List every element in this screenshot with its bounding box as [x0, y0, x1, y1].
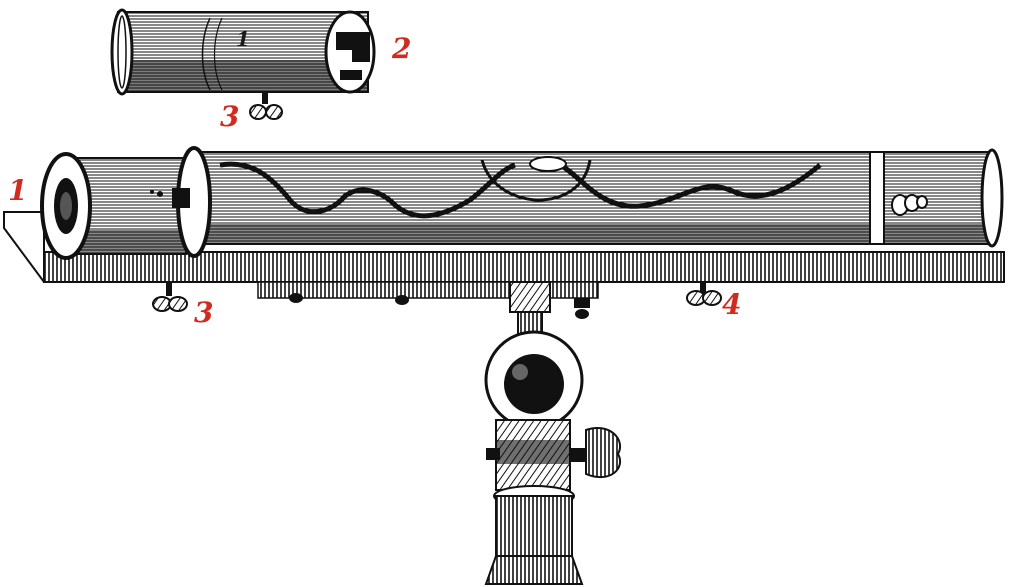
detail-eyepiece-tube	[110, 8, 376, 96]
main-label-3: 3	[194, 296, 213, 329]
level-bubble	[529, 156, 567, 172]
eyepiece-drum	[40, 152, 187, 260]
detail-label-1: 1	[236, 27, 250, 51]
tube-cutaway-edge-left	[219, 161, 516, 219]
tube-cutaway-edge-right	[558, 162, 822, 209]
stand-ball-joint	[484, 281, 584, 430]
level-tube	[189, 148, 1004, 248]
stand-column	[486, 419, 571, 491]
detail-thumb-screw	[249, 92, 283, 120]
detail-label-2: 2	[391, 32, 411, 65]
detail-label-3: 3	[220, 100, 239, 133]
main-label-1: 1	[8, 174, 27, 207]
plank-thumb-screw-3	[152, 282, 188, 312]
stand-socket	[484, 485, 584, 585]
objective-end-cap	[980, 148, 1004, 248]
stand-wing-nut	[570, 427, 621, 479]
objective-lens-mount	[891, 194, 928, 216]
level-bubble-vial	[480, 159, 592, 202]
plank-small-screws	[289, 293, 590, 319]
main-label-4: 4	[722, 288, 741, 321]
detail-tube-rim	[110, 8, 134, 96]
plank-thumb-screw-4	[686, 282, 722, 306]
eyepiece-collar	[172, 146, 212, 258]
